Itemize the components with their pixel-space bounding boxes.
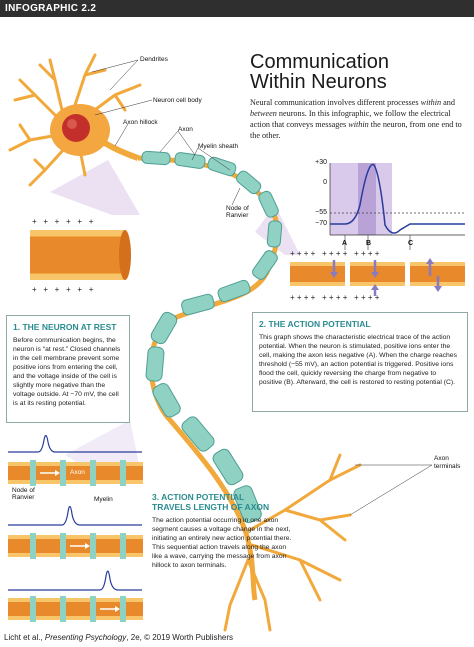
phase-label-a: A — [342, 240, 348, 247]
fig3-myelin-label: Myelin — [94, 496, 113, 503]
credit-line: Licht et al., Presenting Psychology, 2e,… — [4, 633, 233, 642]
dendrites — [8, 53, 142, 187]
intro-between: between — [250, 109, 277, 118]
phase-label-c: C — [408, 240, 414, 247]
box3-title: 3. ACTION POTENTIAL TRAVELS LENGTH OF AX… — [152, 492, 297, 512]
intro-within-2: within — [348, 120, 369, 129]
intro-part-2: and — [441, 98, 455, 107]
box-action-potential: 2. THE ACTION POTENTIAL This graph shows… — [252, 312, 468, 412]
svg-text:+ + + + + +: + + + + + + — [32, 217, 94, 226]
box3-title-line-2: TRAVELS LENGTH OF AXON — [152, 502, 270, 512]
intro-part-1: Neural communication involves different … — [250, 98, 421, 107]
terminals-label-line-2: terminals — [434, 463, 461, 470]
action-potential-graph — [329, 163, 465, 250]
fig3-node-line-2: Ranvier — [12, 494, 35, 501]
node-label-line-1: Node of — [226, 205, 249, 212]
svg-text:+ + + + + +: + + + + + + — [32, 285, 94, 294]
label-cell-body: Neuron cell body — [153, 97, 202, 104]
title-line-1: Communication — [250, 51, 389, 73]
box2-number: 2. — [259, 319, 267, 329]
box1-title: 1. THE NEURON AT REST — [13, 322, 123, 332]
box2-title-text: THE ACTION POTENTIAL — [268, 319, 371, 329]
box-neuron-at-rest: 1. THE NEURON AT REST Before communicati… — [6, 315, 130, 423]
box2-body: This graph shows the characteristic elec… — [259, 334, 457, 386]
box1-body: Before communication begins, the neuron … — [13, 337, 121, 407]
infographic-label: INFOGRAPHIC 2.2 — [5, 3, 97, 14]
charge-signs: + + + + + + + + + + + + + + + + + + + + … — [32, 217, 380, 302]
nucleus — [62, 114, 90, 142]
box3-number: 3. — [152, 492, 160, 502]
fig3-node-label: Node of Ranvier — [12, 487, 35, 501]
zoom-wedge-travel — [65, 420, 140, 470]
credit-suffix: , 2e, © 2019 Worth Publishers — [126, 633, 234, 642]
title-line-2: Within Neurons — [250, 71, 387, 93]
terminals-label-line-1: Axon — [434, 455, 449, 462]
credit-book: Presenting Psychology — [44, 633, 127, 642]
label-myelin-sheath: Myelin sheath — [198, 143, 239, 150]
box2-title: 2. THE ACTION POTENTIAL — [259, 319, 461, 329]
intro-text: Neural communication involves different … — [250, 97, 468, 141]
travel-axons — [8, 460, 143, 622]
zoom-wedge-rest — [50, 160, 140, 215]
y-tick-plus30: +30 — [315, 159, 327, 166]
membrane-segments — [290, 258, 465, 296]
label-axon-terminals: Axon terminals — [434, 455, 460, 471]
myelin-sheath-segments — [141, 150, 283, 524]
node-label-line-2: Ranvier — [226, 212, 249, 219]
y-tick-0: 0 — [323, 179, 327, 186]
fig3-node-line-1: Node of — [12, 487, 35, 494]
label-axon-hillock: Axon hillock — [123, 119, 158, 126]
action-potential-trace — [330, 163, 465, 234]
box3-title-line-1: ACTION POTENTIAL — [161, 492, 245, 502]
intro-part-3: neurons. In this infographic, we follow … — [250, 109, 451, 129]
intro-within: within — [420, 98, 442, 107]
credit-prefix: Licht et al., — [4, 633, 45, 642]
svg-text:+ + + + + + + + + + + +: + + + + + + + + + + + + — [290, 293, 380, 302]
box1-number: 1. — [13, 322, 21, 332]
intro-part-4: the neuron, from one end to the other. — [250, 120, 462, 140]
leader-lines — [91, 59, 433, 516]
label-dendrites: Dendrites — [140, 56, 168, 63]
page-title: Communication Within Neurons — [250, 52, 470, 92]
y-tick-minus55: −55 — [315, 209, 327, 216]
phase-label-b: B — [366, 240, 372, 247]
box1-title-text: THE NEURON AT REST — [22, 322, 117, 332]
axon-terminals — [223, 453, 362, 632]
label-axon: Axon — [178, 126, 193, 133]
svg-text:+ + + + + + + + + + + +: + + + + + + + + + + + + — [290, 249, 380, 258]
y-tick-minus70: −70 — [315, 220, 327, 227]
travel-traces — [8, 434, 142, 591]
box3-body: The action potential occurring in one ax… — [152, 517, 292, 569]
fig3-axon-label: Axon — [70, 469, 85, 476]
header-bar — [0, 0, 474, 17]
label-node-of-ranvier: Node of Ranvier — [226, 205, 249, 219]
membrane-at-rest — [30, 230, 131, 280]
axon-hillock — [98, 137, 139, 161]
